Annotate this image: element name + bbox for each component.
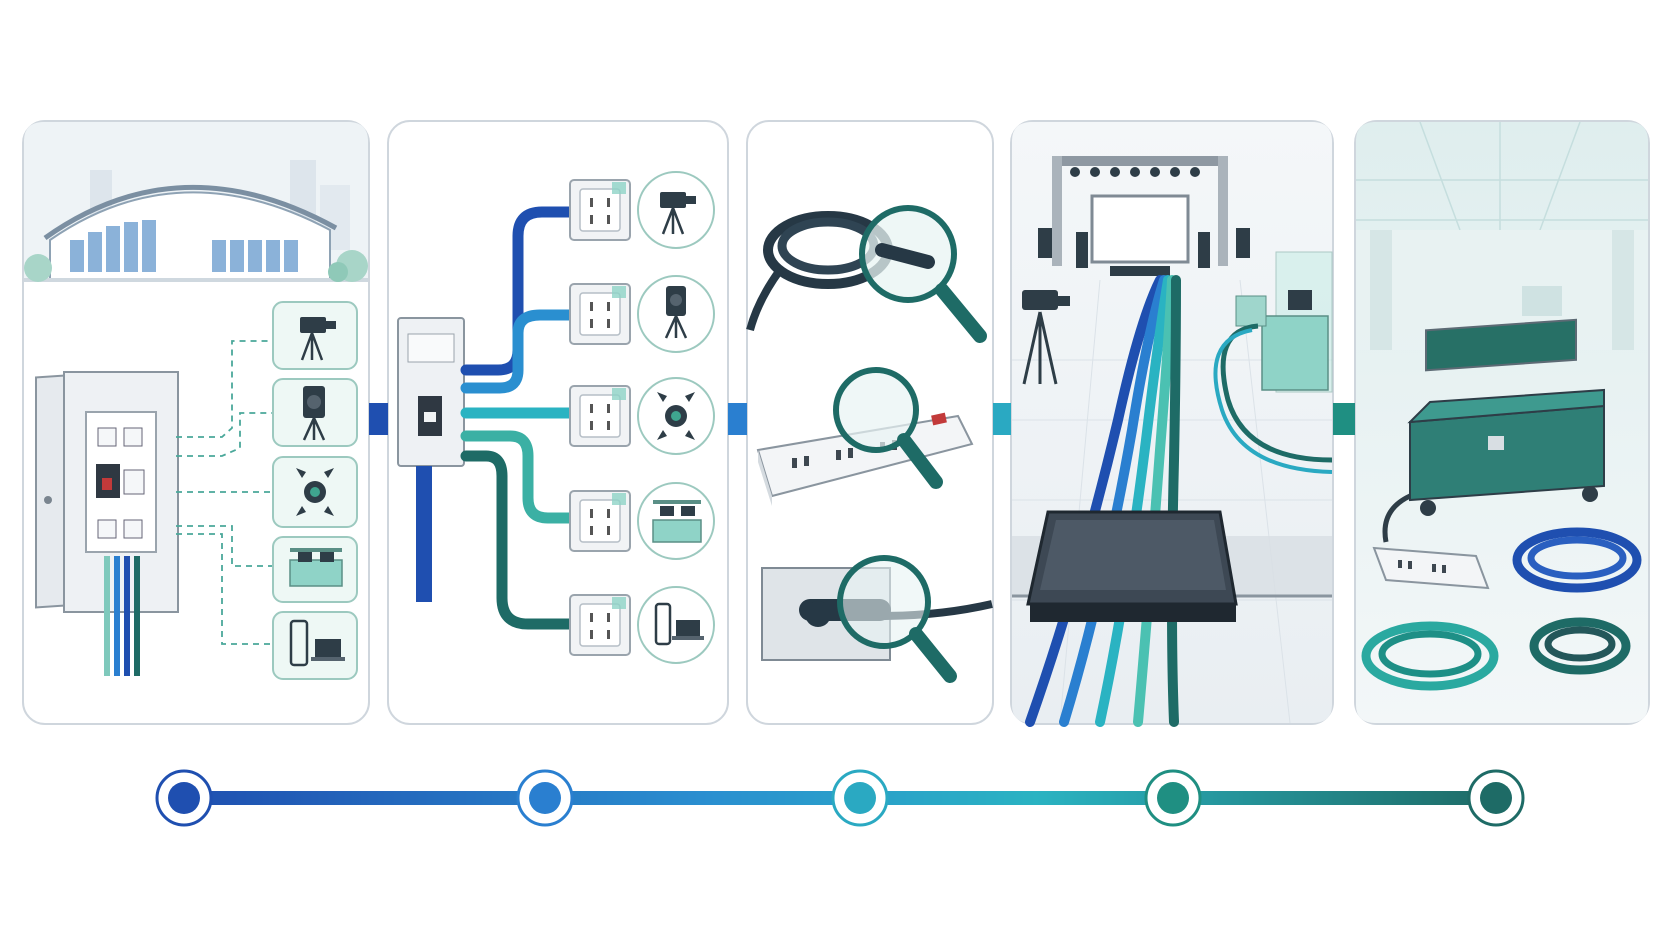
- circuit-device-video-camera: [637, 171, 715, 249]
- video-camera-icon: [300, 317, 336, 361]
- timeline-step-4: [1144, 769, 1202, 827]
- timeline-step-3: [831, 769, 889, 827]
- device-tile-video-camera: [272, 301, 358, 370]
- timeline-step-5: [1467, 769, 1525, 827]
- circuit-device-speaker: [637, 275, 715, 353]
- inspect-power-strip: [756, 367, 974, 506]
- cable-ramp: [1012, 510, 1332, 622]
- road-case: [1407, 318, 1605, 516]
- device-tile-speaker: [272, 378, 358, 447]
- panel-connector-4: [1333, 403, 1355, 435]
- video-camera-icon: [1022, 290, 1070, 385]
- panel-connector-3: [993, 403, 1011, 435]
- circuit-device-stage-light: [637, 377, 715, 455]
- circuit-cables: [460, 206, 579, 630]
- device-tile-booth: [272, 536, 358, 603]
- venue-building-illustration: [24, 122, 368, 282]
- outlet-2: [569, 283, 631, 345]
- stage-light-icon: [296, 468, 334, 516]
- booth-icon: [652, 500, 702, 543]
- timeline-step-2: [516, 769, 574, 827]
- panel-connector-1: [369, 403, 388, 435]
- timeline-step-1: [155, 769, 213, 827]
- inspect-wall-outlet-plug: [761, 555, 993, 683]
- panel-connector-2: [728, 403, 747, 435]
- speaker-icon: [664, 286, 688, 339]
- device-tile-phone-laptop: [272, 611, 358, 680]
- packed-cable-coils: [1361, 527, 1642, 691]
- outlet-4: [569, 490, 631, 552]
- video-camera-icon: [660, 192, 696, 235]
- outlet-1: [569, 179, 631, 241]
- stage-light-icon: [657, 392, 695, 440]
- circuit-device-phone-laptop: [637, 586, 715, 664]
- outlet-3: [569, 385, 631, 447]
- phone-laptop-icon: [289, 619, 345, 667]
- device-dashed-links: [176, 340, 272, 645]
- circuit-panel-illustration: [397, 317, 465, 602]
- device-tile-stage-light: [272, 456, 358, 528]
- phone-laptop-icon: [654, 602, 704, 646]
- packed-power-strip: [1372, 493, 1490, 590]
- inspect-coiled-cable: [746, 205, 987, 343]
- outlet-5: [569, 594, 631, 656]
- speaker-icon: [302, 386, 326, 441]
- routed-cables: [1025, 275, 1181, 727]
- booth-icon: [289, 548, 343, 587]
- breaker-box-illustration: [35, 371, 179, 676]
- circuit-device-booth: [637, 482, 715, 560]
